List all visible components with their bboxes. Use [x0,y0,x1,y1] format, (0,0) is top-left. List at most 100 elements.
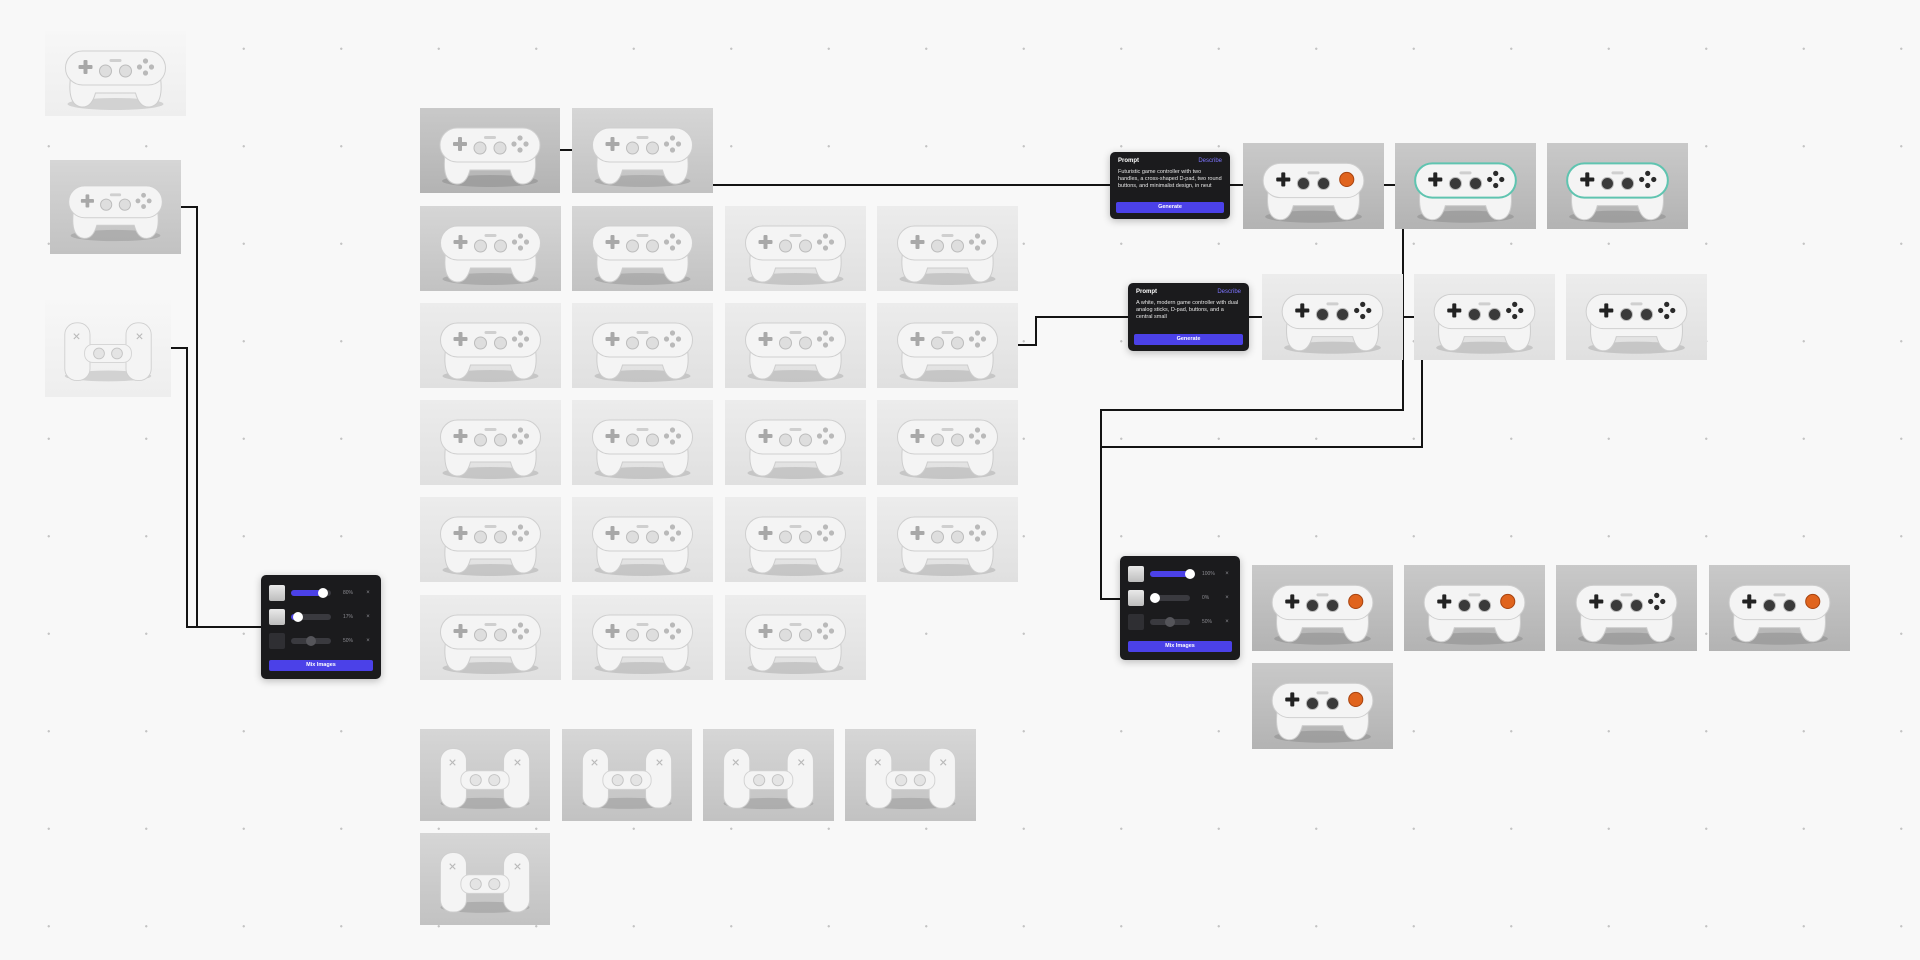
generated-controller-image[interactable] [420,497,561,582]
controller-illustration [440,614,541,674]
generated-controller-image[interactable] [1252,565,1393,651]
controller-illustration [865,747,956,810]
mix-weight-slider[interactable] [291,612,331,622]
mix-slider-handle[interactable] [306,636,316,646]
close-icon[interactable]: × [1225,619,1229,625]
generated-controller-image[interactable] [562,729,692,821]
generated-controller-image[interactable] [572,497,713,582]
mix-weight-slider[interactable] [291,588,331,598]
source-image-2[interactable] [50,160,181,254]
generate-button[interactable]: Generate [1116,202,1224,213]
mix-images-panel-2: 100% × 0% × 50% × Mix Images [1120,556,1240,660]
controller-illustration [745,614,846,674]
generated-controller-image[interactable] [725,206,866,291]
mix-input-thumbnail [269,609,285,625]
generated-controller-image[interactable] [1262,274,1403,360]
mix-slider-handle[interactable] [318,588,328,598]
mix-input-empty-slot[interactable] [1128,614,1144,630]
mix-images-panel-1: 80% × 17% × 50% × Mix Images [261,575,381,679]
mix-weight-slider[interactable] [1150,593,1190,603]
controller-illustration [745,419,846,479]
mix-input-thumbnail [269,585,285,601]
generated-controller-image[interactable] [572,595,713,680]
generated-controller-image[interactable] [1404,565,1545,651]
controller-illustration [897,516,998,576]
prompt-input[interactable]: Futuristic game controller with two hand… [1118,169,1222,189]
generated-controller-image[interactable] [845,729,976,821]
controller-illustration [440,516,541,576]
generated-controller-image[interactable] [572,303,713,388]
mix-weight-slider[interactable] [1150,617,1190,627]
describe-link[interactable]: Describe [1217,289,1241,295]
mix-weight-slider[interactable] [1150,569,1195,579]
generated-controller-image[interactable] [725,303,866,388]
mix-input-empty-slot[interactable] [269,633,285,649]
mix-images-button[interactable]: Mix Images [269,660,373,671]
generated-controller-image[interactable] [420,108,560,193]
generated-controller-image[interactable] [1395,143,1536,229]
mix-weight-slider[interactable] [291,636,331,646]
generated-controller-image[interactable] [420,833,550,925]
prompt-input[interactable]: A white, modern game controller with dua… [1136,300,1239,320]
close-icon[interactable]: × [1225,571,1229,577]
generated-controller-image[interactable] [572,400,713,485]
mix-slider-fill [291,590,323,596]
controller-illustration [440,322,541,382]
generated-controller-image[interactable] [703,729,834,821]
close-icon[interactable]: × [366,638,370,644]
generated-controller-image[interactable] [1709,565,1850,651]
generated-controller-image[interactable] [572,206,713,291]
controller-illustration [65,50,166,110]
generate-button[interactable]: Generate [1134,334,1243,345]
generated-controller-image[interactable] [1547,143,1688,229]
controller-illustration [1585,293,1688,354]
generated-controller-image[interactable] [420,206,561,291]
generated-controller-image[interactable] [877,303,1018,388]
generated-controller-image[interactable] [1556,565,1697,651]
generated-controller-image[interactable] [877,497,1018,582]
close-icon[interactable]: × [1225,595,1229,601]
controller-illustration [439,852,531,913]
source-image-3[interactable] [45,300,171,397]
mix-slider-handle[interactable] [1165,617,1175,627]
generated-controller-image[interactable] [725,497,866,582]
generated-controller-image[interactable] [1414,274,1555,360]
prompt-panel-2: Prompt Describe A white, modern game con… [1128,283,1249,351]
generated-controller-image[interactable] [572,108,713,193]
controller-illustration [592,127,693,187]
mix-weight-value: 50% [1202,619,1213,625]
mix-weight-value: 17% [343,614,354,620]
generated-controller-image[interactable] [420,303,561,388]
describe-link[interactable]: Describe [1198,158,1222,164]
mix-slider-handle[interactable] [292,612,303,622]
generated-controller-image[interactable] [420,729,550,821]
generated-controller-image[interactable] [1243,143,1384,229]
generated-controller-image[interactable] [877,206,1018,291]
generated-controller-image[interactable] [420,595,561,680]
controller-illustration [1262,162,1365,223]
mix-images-button[interactable]: Mix Images [1128,641,1232,652]
controller-illustration [745,322,846,382]
source-image-1[interactable] [45,31,186,116]
mix-weight-value: 50% [343,638,354,644]
generated-controller-image[interactable] [877,400,1018,485]
controller-illustration [439,127,541,187]
mix-weight-value: 80% [343,590,354,596]
mix-slider-handle[interactable] [1185,569,1195,579]
close-icon[interactable]: × [366,614,370,620]
generated-controller-image[interactable] [1252,663,1393,749]
controller-illustration [897,322,998,382]
controller-illustration [592,419,693,479]
generated-controller-image[interactable] [725,400,866,485]
generated-controller-image[interactable] [420,400,561,485]
controller-illustration [592,516,693,576]
generated-controller-image[interactable] [725,595,866,680]
controller-illustration [64,322,152,382]
generated-controller-image[interactable] [1566,274,1707,360]
mix-input-thumbnail [1128,590,1144,606]
wire-source-to-mixer-1 [181,206,261,628]
mix-slider-fill [1150,571,1190,577]
mix-slider-handle[interactable] [1150,593,1160,603]
close-icon[interactable]: × [366,590,370,596]
